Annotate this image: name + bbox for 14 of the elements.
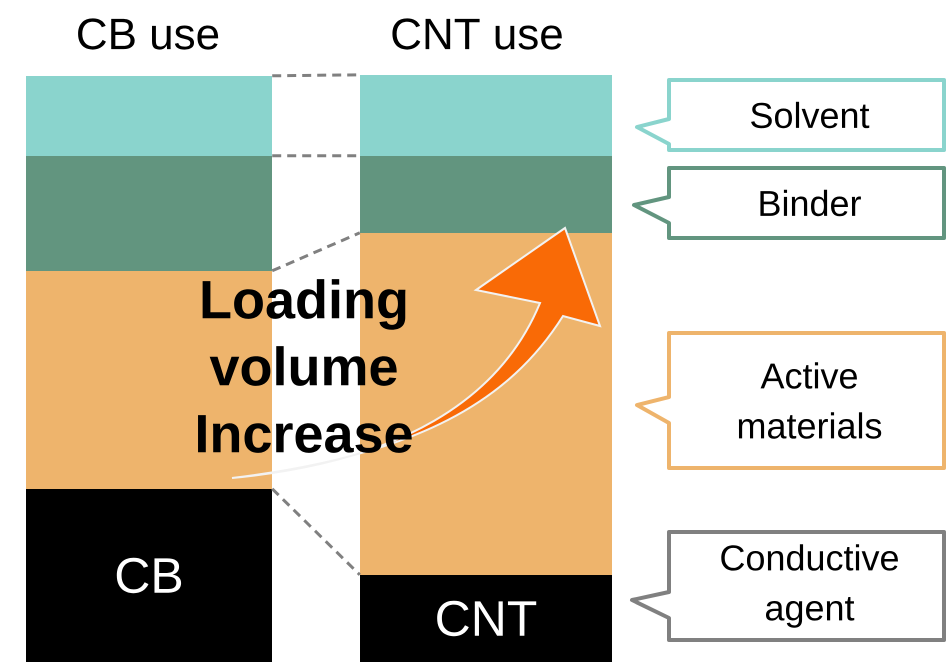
callout-box: Solvent [635,78,946,152]
material-layer [26,76,272,156]
callout-box: Binder [632,166,946,240]
material-layer [360,75,612,156]
guide-line [271,488,361,576]
column-heading: CB use [78,18,218,50]
callout-box: Active materials [635,331,946,470]
material-layer [360,156,612,233]
material-layer [26,156,272,271]
callout-box: Conductive agent [630,530,946,642]
column-heading: CNT use [392,18,562,50]
conductive-layer: CNT [360,575,612,662]
conductive-layer: CB [26,489,272,662]
guide-line [272,231,360,272]
